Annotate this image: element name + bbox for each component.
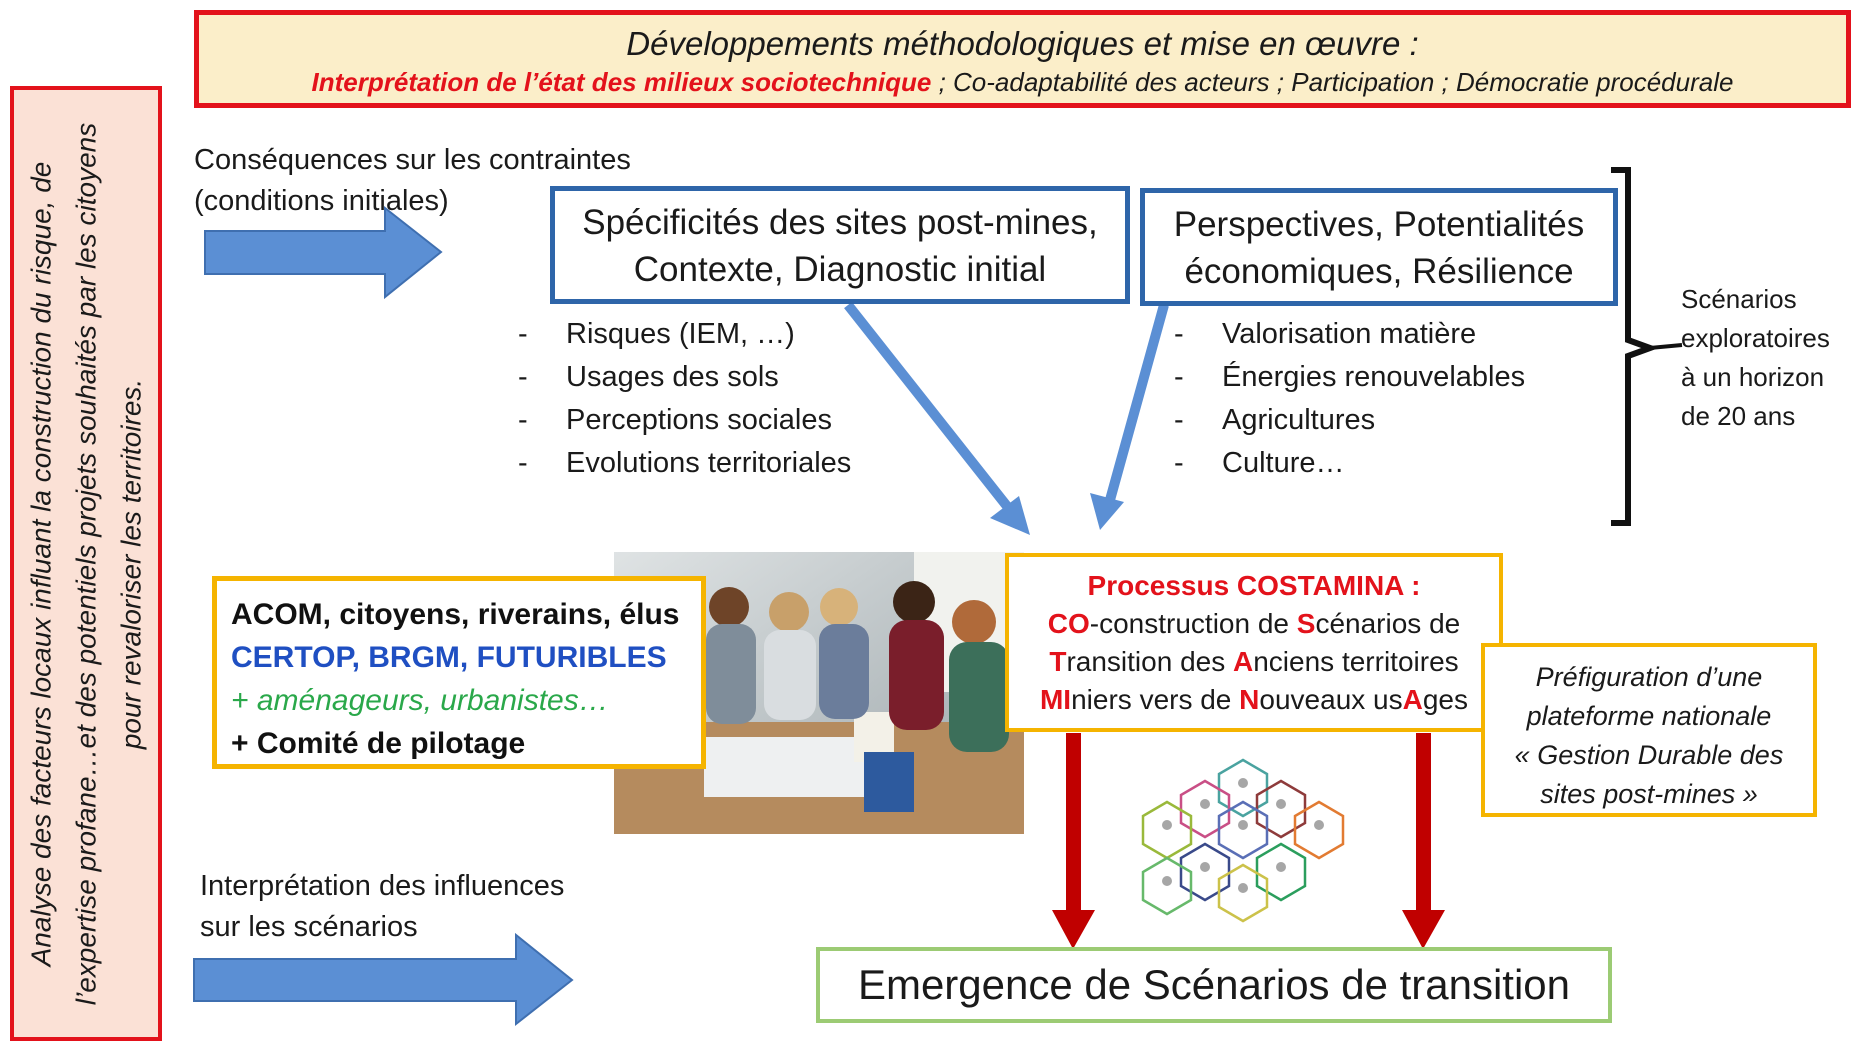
arrowhead-icon xyxy=(1090,493,1124,530)
specificites-line2: Contexte, Diagnostic initial xyxy=(633,250,1047,289)
scenarios-note: Scénarios exploratoires à un horizon de … xyxy=(1681,280,1830,436)
constraints-label: Conséquences sur les contraintes (condit… xyxy=(194,140,631,222)
influences-line1: Interprétation des influences xyxy=(200,870,565,902)
banner-subtitle: Interprétation de l’état des milieux soc… xyxy=(199,67,1846,98)
scenarios-line: Scénarios xyxy=(1681,284,1797,314)
list-item: Valorisation matière xyxy=(1174,313,1525,356)
acronym-letter: S xyxy=(1296,608,1316,639)
down-arrow-icon xyxy=(1052,910,1095,949)
perspectives-line2: économiques, Résilience xyxy=(1184,252,1574,291)
list-item: Perceptions sociales xyxy=(518,399,851,442)
arrow-specificites-to-process xyxy=(844,301,1014,514)
constraints-line1: Conséquences sur les contraintes xyxy=(194,144,631,176)
costamina-process-box: Processus COSTAMINA : CO-construction de… xyxy=(1005,553,1503,732)
scenarios-line: à un horizon xyxy=(1681,362,1825,392)
perspectives-box: Perspectives, Potentialités économiques,… xyxy=(1140,188,1618,306)
specificites-line1: Spécificités des sites post-mines, xyxy=(582,203,1098,242)
acronym-text: ouveaux us xyxy=(1259,684,1403,715)
perspectives-list: Valorisation matière Énergies renouvelab… xyxy=(1174,313,1525,485)
right-arrow-icon xyxy=(204,205,443,300)
acronym-letter: A xyxy=(1402,684,1423,715)
costamina-line1: CO-construction de Scénarios de xyxy=(1009,605,1499,643)
emergence-box: Emergence de Scénarios de transition xyxy=(816,947,1612,1023)
perspectives-line1: Perspectives, Potentialités xyxy=(1173,205,1585,244)
influences-label: Interprétation des influences sur les sc… xyxy=(200,866,564,948)
red-arrow-left-shaft xyxy=(1066,733,1081,913)
costamina-line3: MIniers vers de Nouveaux usAges xyxy=(1009,681,1499,719)
list-item: Evolutions territoriales xyxy=(518,442,851,485)
prefiguration-box: Préfiguration d’une plateforme nationale… xyxy=(1481,643,1817,817)
team-photo xyxy=(614,552,1024,834)
actors-box: ACOM, citoyens, riverains, élus CERTOP, … xyxy=(212,576,706,769)
arrow-perspectives-to-process xyxy=(1105,303,1169,502)
influences-line2: sur les scénarios xyxy=(200,911,418,943)
arrowhead-icon xyxy=(990,496,1030,535)
list-item: Énergies renouvelables xyxy=(1174,356,1525,399)
actors-line2: CERTOP, BRGM, FUTURIBLES xyxy=(231,641,667,674)
actors-line3: + aménageurs, urbanistes… xyxy=(231,684,609,717)
list-item: Agricultures xyxy=(1174,399,1525,442)
list-item: Risques (IEM, …) xyxy=(518,313,851,356)
specificites-box: Spécificités des sites post-mines, Conte… xyxy=(550,186,1130,304)
list-item: Culture… xyxy=(1174,442,1525,485)
acronym-text: nciens territoires xyxy=(1253,646,1459,677)
costamina-line2: Transition des Anciens territoires xyxy=(1009,643,1499,681)
banner-title: Développements méthodologiques et mise e… xyxy=(626,25,1419,62)
emergence-label: Emergence de Scénarios de transition xyxy=(857,961,1571,1008)
prefiguration-line: sites post-mines » xyxy=(1540,779,1758,809)
acronym-text: ransition des xyxy=(1066,646,1233,677)
specificites-list: Risques (IEM, …) Usages des sols Percept… xyxy=(518,313,851,485)
banner-rest-text: ; Co-adaptabilité des acteurs ; Particip… xyxy=(931,67,1734,97)
acronym-letter: MI xyxy=(1039,684,1072,715)
acronym-text: cénarios de xyxy=(1315,608,1461,639)
prefiguration-line: plateforme nationale xyxy=(1526,701,1772,731)
costamina-title: Processus COSTAMINA : xyxy=(1087,570,1421,601)
right-arrow-icon xyxy=(193,932,574,1027)
banner-red-text: Interprétation de l’état des milieux soc… xyxy=(311,67,932,97)
list-item: Usages des sols xyxy=(518,356,851,399)
methodology-banner: Développements méthodologiques et mise e… xyxy=(194,10,1851,108)
constraints-line2: (conditions initiales) xyxy=(194,185,449,217)
acronym-text: -construction de xyxy=(1089,608,1297,639)
prefiguration-line: « Gestion Durable des xyxy=(1514,740,1784,770)
actors-line4: + Comité de pilotage xyxy=(231,727,526,760)
acronym-text: ges xyxy=(1422,684,1469,715)
prefiguration-line: Préfiguration d’une xyxy=(1535,662,1763,692)
scenarios-line: de 20 ans xyxy=(1681,401,1796,431)
scenarios-line: exploratoires xyxy=(1681,323,1830,353)
left-analysis-box: Analyse des facteurs locaux influant la … xyxy=(10,86,162,1041)
acronym-letter: N xyxy=(1239,684,1260,715)
acronym-letter: T xyxy=(1049,646,1067,677)
hexagon-network-icon xyxy=(1141,758,1345,923)
down-arrow-icon xyxy=(1402,910,1445,949)
actors-line1: ACOM, citoyens, riverains, élus xyxy=(231,598,680,631)
acronym-letter: A xyxy=(1233,646,1254,677)
acronym-text: niers vers de xyxy=(1071,684,1240,715)
acronym-letter: CO xyxy=(1047,608,1090,639)
red-arrow-right-shaft xyxy=(1416,733,1431,913)
